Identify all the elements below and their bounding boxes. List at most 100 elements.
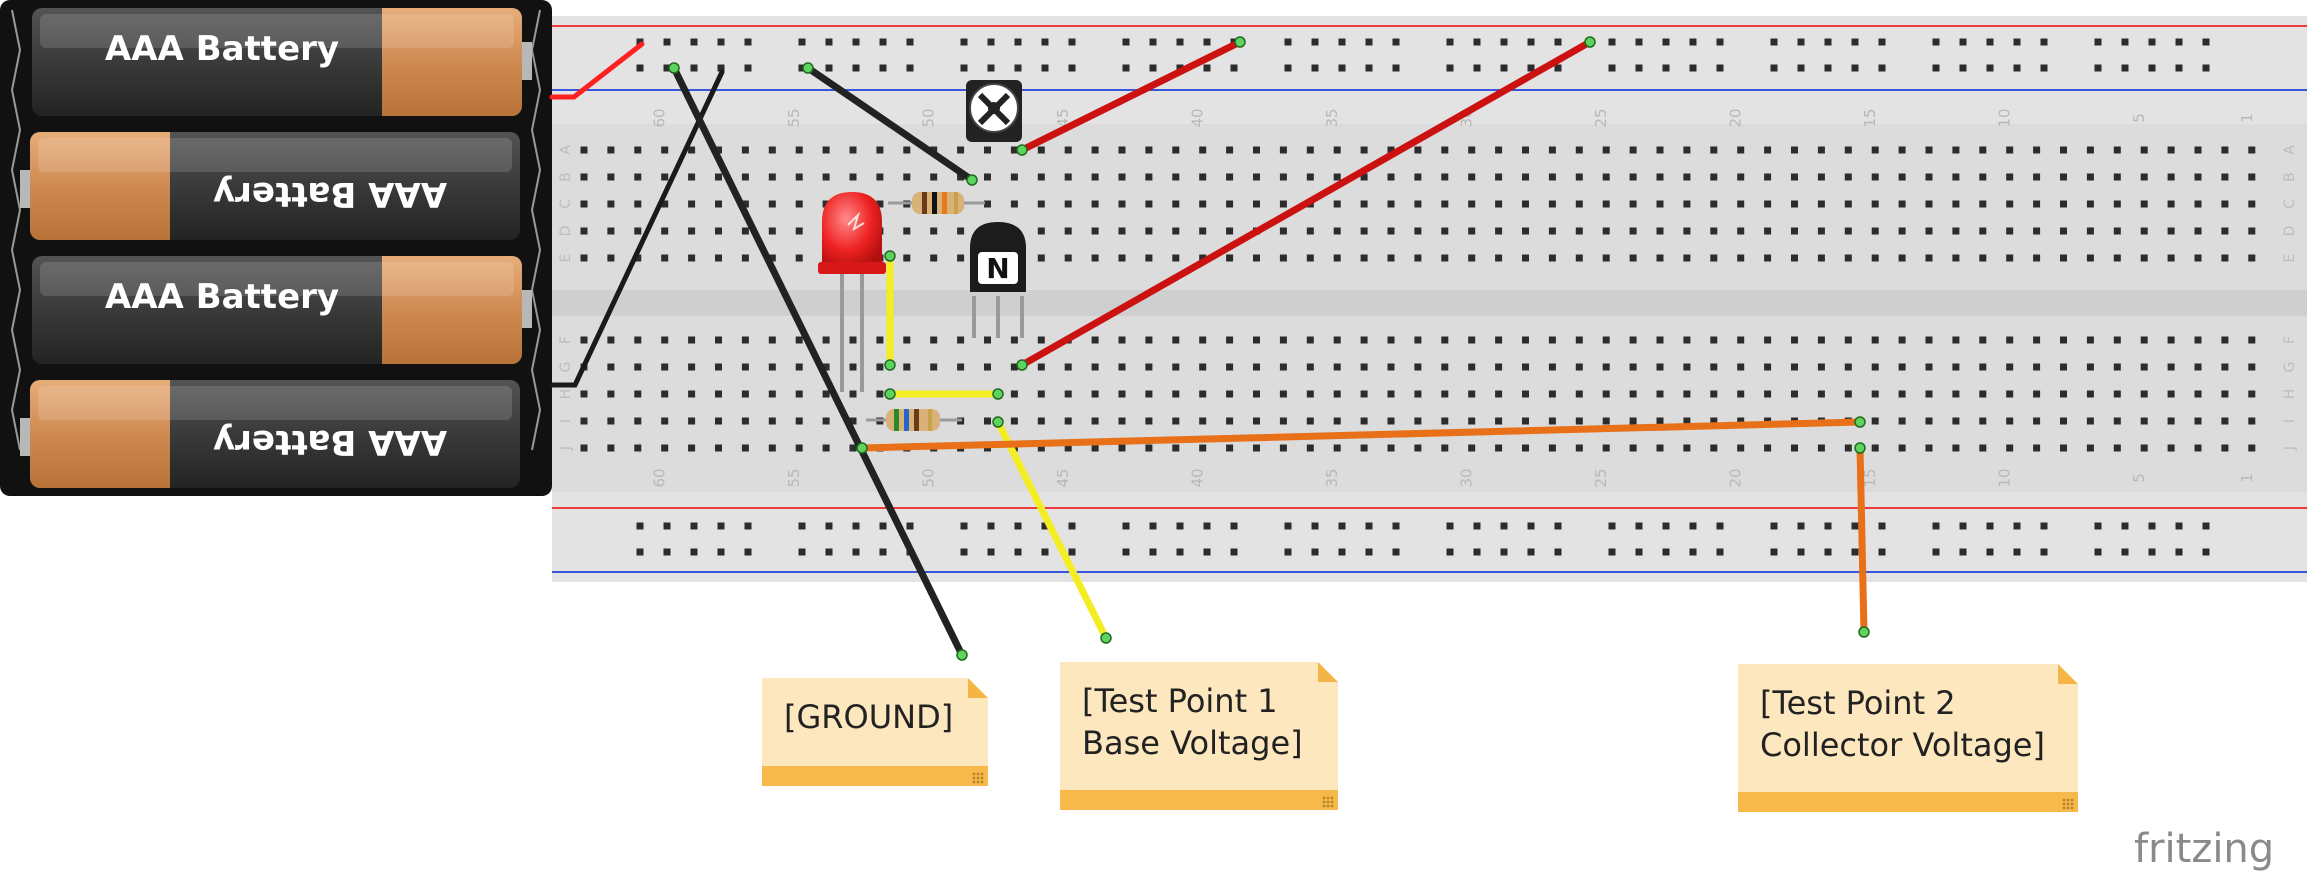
breadboard-hole xyxy=(2060,200,2067,208)
rail-hole xyxy=(1338,548,1346,556)
wire-endpoint xyxy=(956,649,968,661)
rail-hole xyxy=(1662,38,1670,46)
breadboard-hole xyxy=(822,444,830,452)
breadboard-hole xyxy=(2006,444,2014,452)
breadboard-hole xyxy=(688,200,696,208)
breadboard-hole xyxy=(1360,444,1368,452)
breadboard-hole xyxy=(1522,336,1529,344)
rail-hole xyxy=(1527,38,1535,46)
breadboard-hole xyxy=(1656,363,1664,371)
breadboard-hole xyxy=(1253,173,1260,181)
column-number: 1 xyxy=(2238,473,2256,483)
wire-endpoint xyxy=(1858,626,1870,638)
breadboard-hole xyxy=(2248,227,2256,235)
breadboard-hole xyxy=(661,173,669,181)
rail-hole xyxy=(1932,38,1940,46)
column-number: 40 xyxy=(1189,108,1207,127)
rail-hole xyxy=(1716,548,1724,556)
breadboard-hole xyxy=(715,363,722,371)
rail-hole xyxy=(1122,522,1130,530)
breadboard-hole xyxy=(2033,363,2041,371)
breadboard-hole xyxy=(795,417,803,425)
breadboard-hole xyxy=(1172,173,1180,181)
breadboard-hole xyxy=(2033,336,2041,344)
breadboard-hole xyxy=(1495,336,1503,344)
breadboard-hole xyxy=(1091,417,1099,425)
breadboard-hole xyxy=(1037,390,1045,398)
breadboard-hole xyxy=(1064,227,1072,235)
breadboard-hole xyxy=(1898,336,1906,344)
breadboard-hole xyxy=(2221,227,2229,235)
breadboard-hole xyxy=(1145,254,1153,262)
breadboard-hole xyxy=(1279,363,1287,371)
breadboard-hole xyxy=(1360,173,1368,181)
breadboard-hole xyxy=(1683,444,1691,452)
breadboard-hole xyxy=(1495,200,1503,208)
breadboard-hole xyxy=(1172,200,1180,208)
breadboard-hole xyxy=(1871,444,1879,452)
breadboard-hole xyxy=(1199,390,1207,398)
breadboard-hole xyxy=(1037,336,1045,344)
breadboard-hole xyxy=(2167,200,2175,208)
breadboard-hole xyxy=(1468,336,1476,344)
breadboard-hole xyxy=(822,173,830,181)
breadboard-hole xyxy=(2006,227,2014,235)
breadboard-hole xyxy=(876,200,884,208)
breadboard-hole xyxy=(2221,363,2229,371)
breadboard-hole xyxy=(1333,227,1341,235)
breadboard-hole xyxy=(1844,336,1852,344)
breadboard-hole xyxy=(1548,227,1556,235)
breadboard-hole xyxy=(1817,173,1825,181)
breadboard-hole xyxy=(930,254,938,262)
breadboard-hole xyxy=(715,254,722,262)
note-test-point-2: [Test Point 2 Collector Voltage] xyxy=(1738,664,2078,812)
row-letter: H xyxy=(2282,389,2298,400)
breadboard-hole xyxy=(2060,146,2067,154)
breadboard-hole xyxy=(1387,336,1395,344)
note-resize-grip xyxy=(972,772,984,784)
breadboard-hole xyxy=(1898,417,1906,425)
breadboard-hole xyxy=(2033,146,2041,154)
breadboard-hole xyxy=(1064,417,1072,425)
row-letter: I xyxy=(2282,419,2298,423)
breadboard-hole xyxy=(1118,444,1126,452)
breadboard-hole xyxy=(795,254,803,262)
rail-hole xyxy=(744,64,752,72)
breadboard-hole xyxy=(1952,336,1960,344)
rail-hole xyxy=(1851,64,1859,72)
breadboard-hole xyxy=(1817,390,1825,398)
breadboard-hole xyxy=(715,336,722,344)
rail-hole xyxy=(1527,64,1535,72)
breadboard-hole xyxy=(1764,444,1772,452)
breadboard-hole xyxy=(1764,173,1772,181)
rail-hole xyxy=(1176,522,1184,530)
breadboard-hole xyxy=(1199,146,1207,154)
column-number: 20 xyxy=(1727,468,1745,487)
breadboard-hole xyxy=(1898,227,1906,235)
breadboard-hole xyxy=(607,254,615,262)
resistor-led xyxy=(866,409,962,431)
breadboard-hole xyxy=(2060,390,2067,398)
rail-hole xyxy=(2202,548,2210,556)
breadboard-hole xyxy=(2086,146,2094,154)
rail-hole xyxy=(2202,38,2210,46)
rail-hole xyxy=(1473,522,1481,530)
breadboard-hole xyxy=(1656,227,1664,235)
breadboard-hole xyxy=(2060,363,2067,371)
rail-hole xyxy=(2148,548,2156,556)
wire-power-collector xyxy=(1018,38,1594,369)
breadboard-hole xyxy=(1710,336,1718,344)
breadboard-hole xyxy=(1441,363,1449,371)
breadboard-hole xyxy=(1253,444,1260,452)
breadboard-hole xyxy=(741,390,749,398)
breadboard-hole xyxy=(1629,254,1637,262)
breadboard-hole xyxy=(930,363,938,371)
column-number: 30 xyxy=(1458,468,1476,487)
rail-hole xyxy=(663,38,671,46)
breadboard-hole xyxy=(607,444,615,452)
rail-hole xyxy=(1554,522,1562,530)
rail-hole xyxy=(1635,38,1643,46)
battery-label: AAA Battery xyxy=(105,277,339,317)
wire-endpoint xyxy=(1234,36,1246,48)
